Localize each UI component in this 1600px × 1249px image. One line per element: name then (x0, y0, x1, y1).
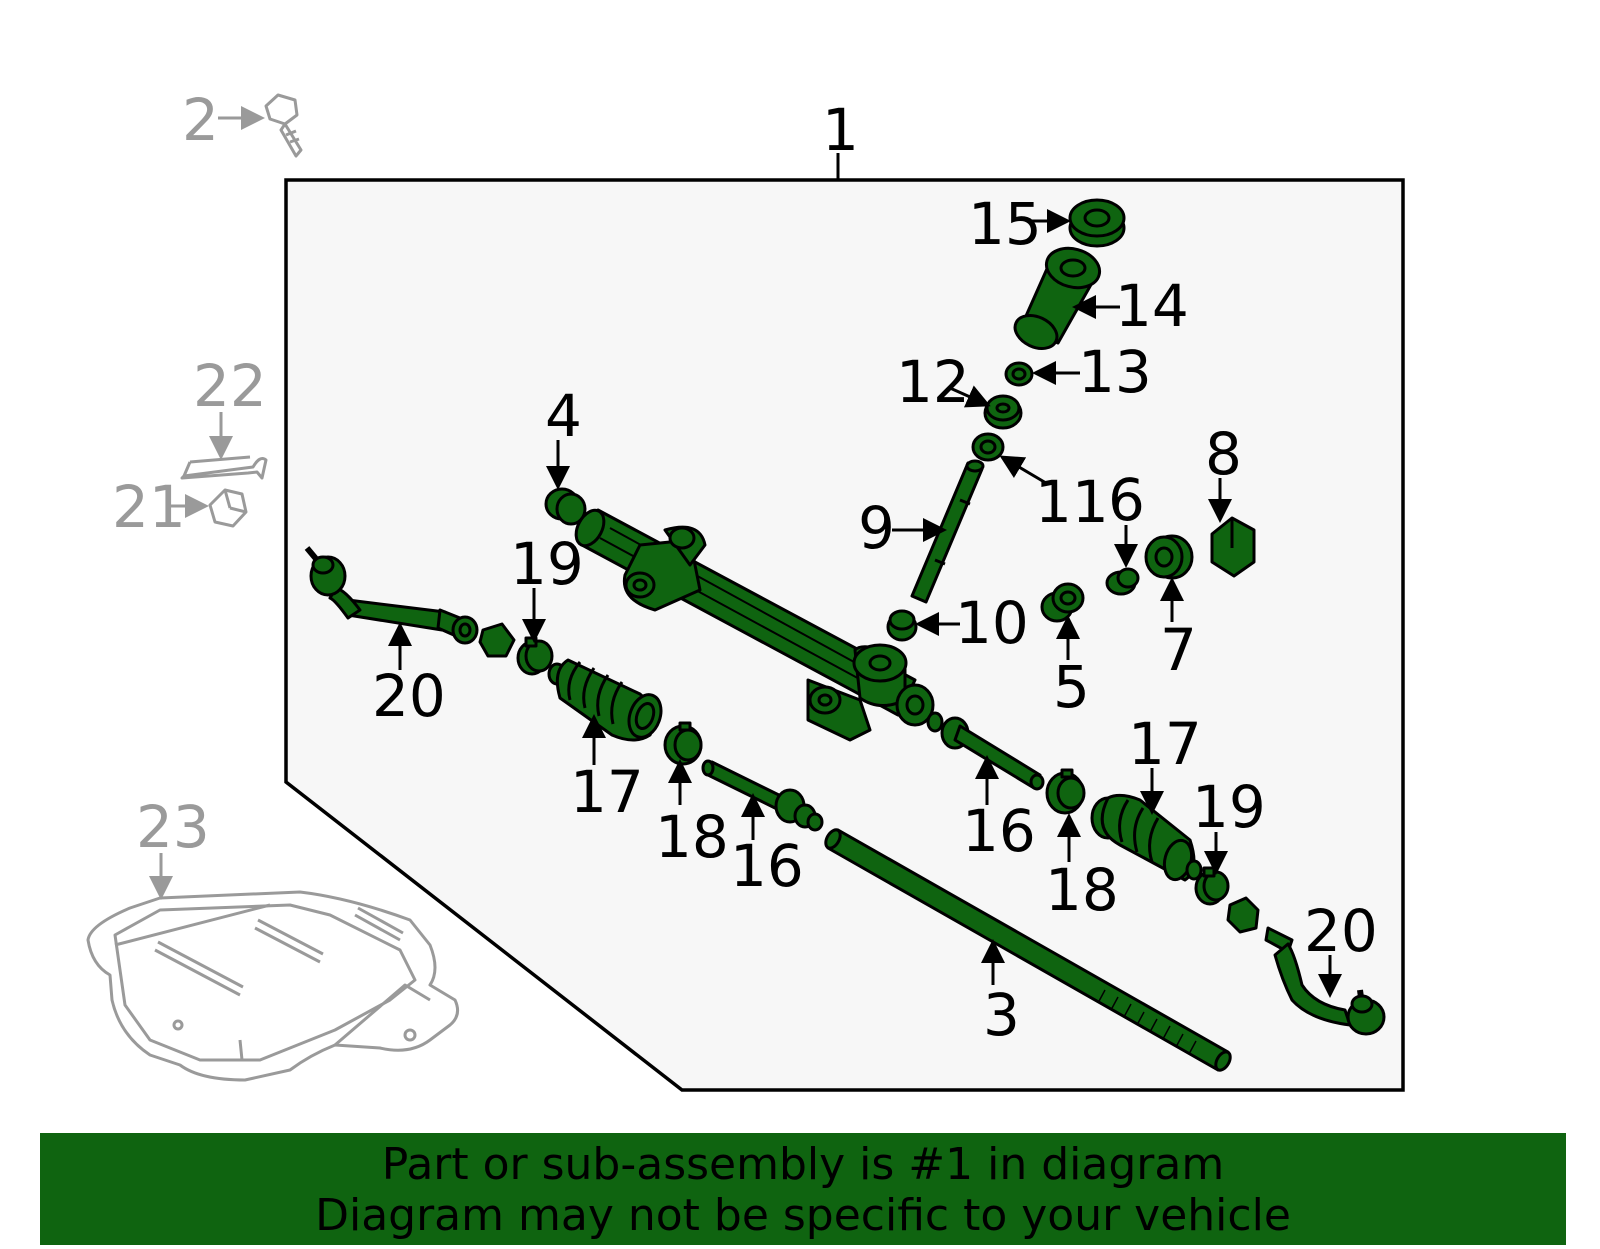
part-17-left-boot (547, 658, 663, 742)
part-18-left-clamp (663, 721, 703, 766)
part-14-mount-bushing (1013, 246, 1102, 350)
callout-13: 13 (1078, 338, 1152, 406)
footer-banner: Part or sub-assembly is #1 in diagram Di… (40, 1133, 1566, 1245)
callout-23: 23 (136, 793, 210, 861)
part-18-right-clamp (1045, 768, 1086, 815)
callout-19-left: 19 (510, 530, 584, 598)
leaders-extra (149, 106, 265, 900)
callout-8: 8 (1205, 420, 1242, 488)
callout-2: 2 (182, 86, 219, 154)
part-2-bolt (264, 93, 303, 158)
part-20-left-tie-rod-end (304, 546, 479, 645)
callout-16-left: 16 (730, 832, 804, 900)
parts (304, 198, 1386, 1072)
assembly-panel (284, 178, 1405, 1092)
callout-17-right: 17 (1128, 710, 1202, 778)
callout-15: 15 (968, 190, 1042, 258)
rack-housing (574, 508, 935, 742)
part-7-adjuster (1144, 534, 1194, 580)
callout-11: 11 (1035, 468, 1109, 536)
callout-17-left: 17 (570, 758, 644, 826)
callout-19-right: 19 (1192, 773, 1266, 841)
part-16-left-inner-tie-rod (701, 759, 824, 832)
part-20-right-tie-rod-end (1264, 926, 1386, 1036)
left-jam-nut (478, 622, 516, 658)
extra-parts (86, 93, 460, 1082)
part-6-spring (1105, 567, 1140, 596)
part-11-seal (971, 432, 1005, 462)
footer-line-1: Part or sub-assembly is #1 in diagram (381, 1139, 1225, 1190)
part-21-nut (208, 488, 248, 528)
callout-21: 21 (112, 473, 186, 541)
leaders (388, 209, 1342, 998)
part-9-pinion (910, 459, 985, 604)
callout-1: 1 (822, 96, 859, 164)
callout-14: 14 (1115, 272, 1189, 340)
part-22-bracket (180, 455, 268, 480)
callout-9: 9 (858, 494, 895, 562)
callout-6: 6 (1108, 466, 1145, 534)
part-10-seal (886, 609, 918, 642)
callout-18-right: 18 (1045, 856, 1119, 924)
callout-16-right: 16 (962, 797, 1036, 865)
callout-5: 5 (1053, 653, 1090, 721)
callout-18-left: 18 (655, 803, 729, 871)
part-8-locknut (1210, 516, 1256, 578)
footer-line-2: Diagram may not be specific to your vehi… (315, 1190, 1291, 1241)
callout-22: 22 (193, 352, 267, 420)
callout-12: 12 (896, 348, 970, 416)
callout-7: 7 (1160, 616, 1197, 684)
part-23-under-shield (86, 890, 460, 1082)
part-12-bearing (983, 394, 1023, 430)
right-jam-nut (1226, 896, 1260, 934)
part-3-rack-bar (824, 828, 1232, 1072)
callouts: 1 2 3 4 5 6 7 8 9 10 11 12 13 14 15 16 1… (112, 86, 1378, 1049)
callout-20-left: 20 (372, 662, 446, 730)
callout-20-right: 20 (1304, 897, 1378, 965)
callout-4: 4 (545, 382, 582, 450)
part-13-seal (1004, 361, 1034, 387)
callout-3: 3 (983, 981, 1020, 1049)
part-15-mount-cap (1068, 198, 1126, 248)
callout-10: 10 (955, 589, 1029, 657)
part-5-yoke (1040, 582, 1085, 623)
